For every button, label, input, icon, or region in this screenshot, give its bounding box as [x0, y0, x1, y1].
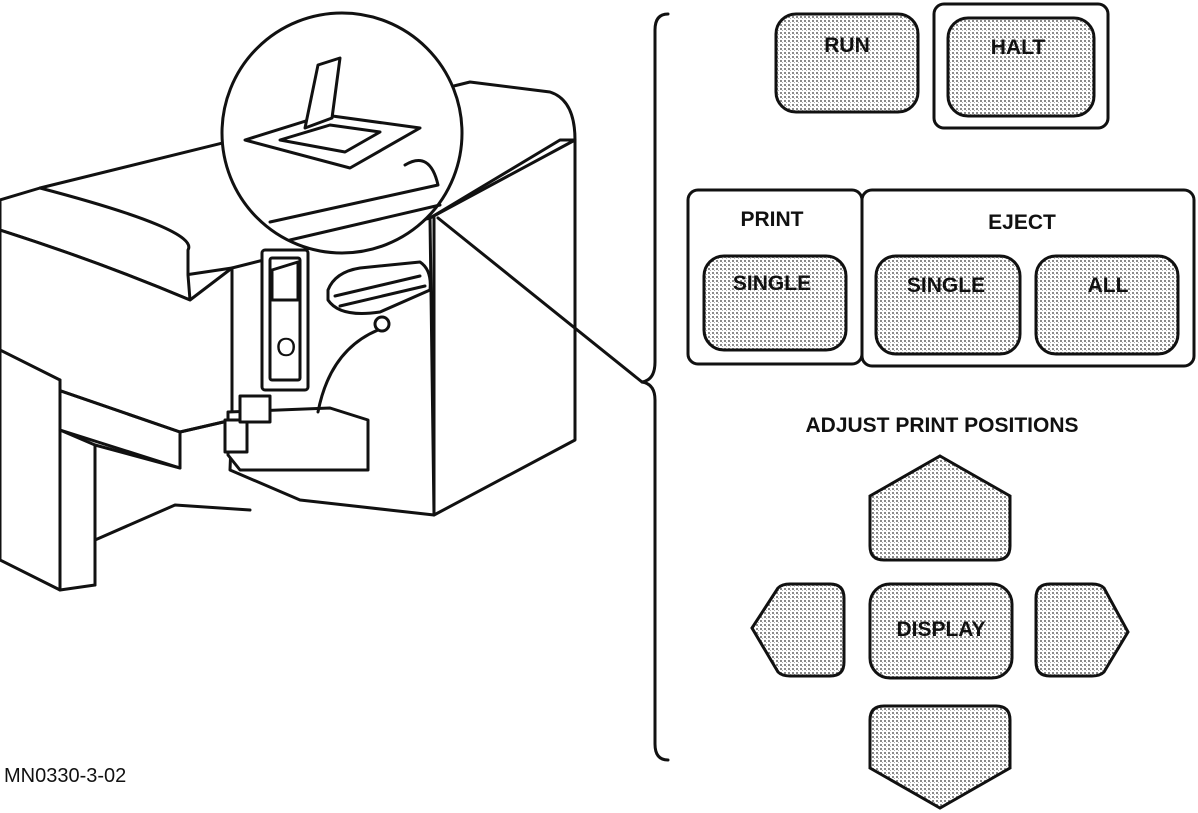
display-button[interactable]	[868, 582, 1014, 680]
mini-panel-inner	[278, 123, 382, 154]
mini-flap	[303, 56, 342, 130]
run-button[interactable]	[774, 12, 920, 114]
paper-roller-lines	[333, 274, 427, 308]
eject-all-button[interactable]	[1034, 254, 1180, 356]
halt-label: HALT	[991, 36, 1046, 59]
power-switch[interactable]	[268, 256, 302, 382]
pointer-curve	[316, 328, 380, 414]
left-arrow-button[interactable]	[750, 582, 846, 678]
stand-base	[93, 503, 252, 587]
eject-single-label: SINGLE	[907, 274, 985, 297]
eject-single-button[interactable]	[874, 254, 1022, 356]
stand-leg	[0, 348, 62, 592]
control-panel: RUN HALT PRINT SINGLE EJECT SINGLE ALL A…	[686, 2, 1196, 810]
print-heading: PRINT	[741, 208, 804, 231]
print-single-button[interactable]	[702, 254, 848, 352]
down-arrow-button[interactable]	[868, 704, 1012, 810]
run-label: RUN	[824, 34, 870, 57]
connector-latch	[238, 394, 272, 424]
printer-illustration: O	[0, 11, 644, 592]
power-switch-rocker	[270, 260, 300, 302]
adjust-heading: ADJUST PRINT POSITIONS	[805, 414, 1078, 437]
up-arrow-button[interactable]	[868, 454, 1012, 562]
roller-knob	[373, 315, 391, 333]
display-label: DISPLAY	[896, 618, 985, 641]
right-arrow-button[interactable]	[1034, 582, 1130, 678]
mini-panel	[243, 113, 422, 170]
eject-all-label: ALL	[1088, 274, 1129, 297]
halt-button[interactable]	[946, 16, 1096, 118]
connector-tab	[223, 418, 249, 454]
print-single-label: SINGLE	[733, 272, 811, 295]
panel-brace	[640, 12, 670, 762]
leader-line	[436, 216, 644, 384]
eject-heading: EJECT	[988, 211, 1056, 234]
mini-rail	[268, 159, 442, 242]
paper-roller	[326, 260, 432, 315]
stand-skirt	[93, 418, 234, 470]
figure-id: MN0330-3-02	[4, 765, 126, 787]
stand-leg-right	[58, 428, 97, 592]
power-switch-off-label: O	[276, 332, 296, 362]
